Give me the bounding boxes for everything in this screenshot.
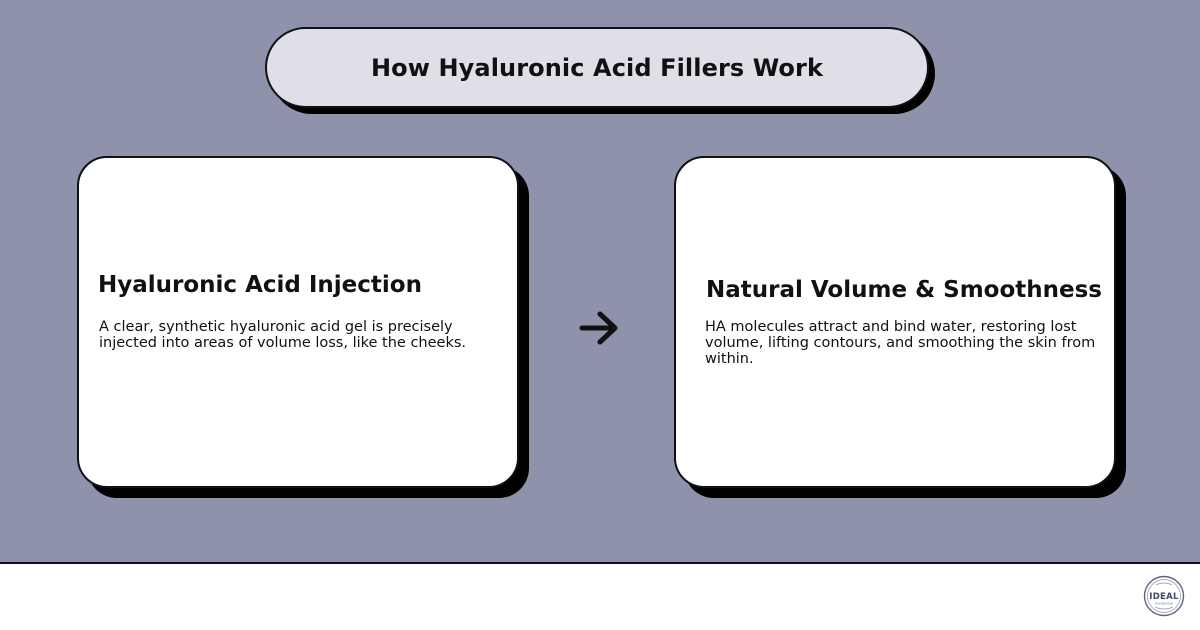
brand-logo: IDEAL FACEBOOK (1143, 575, 1185, 617)
arrow-right-icon (579, 311, 618, 345)
title-banner: How Hyaluronic Acid Fillers Work (265, 27, 929, 108)
logo-wordmark: IDEAL (1149, 592, 1179, 602)
footer-bar (0, 564, 1200, 630)
logo-subtext: FACEBOOK (1155, 602, 1174, 606)
step-description: HA molecules attract and bind water, res… (705, 319, 1096, 367)
step-description: A clear, synthetic hyaluronic acid gel i… (99, 319, 467, 351)
step-card-injection: Hyaluronic Acid Injection A clear, synth… (77, 156, 519, 488)
diagram-canvas: How Hyaluronic Acid Fillers Work Hyaluro… (0, 0, 1200, 564)
step-title: Hyaluronic Acid Injection (98, 272, 422, 298)
step-title: Natural Volume & Smoothness (706, 277, 1102, 303)
page-title: How Hyaluronic Acid Fillers Work (370, 53, 824, 82)
step-card-result: Natural Volume & Smoothness HA molecules… (674, 156, 1116, 488)
